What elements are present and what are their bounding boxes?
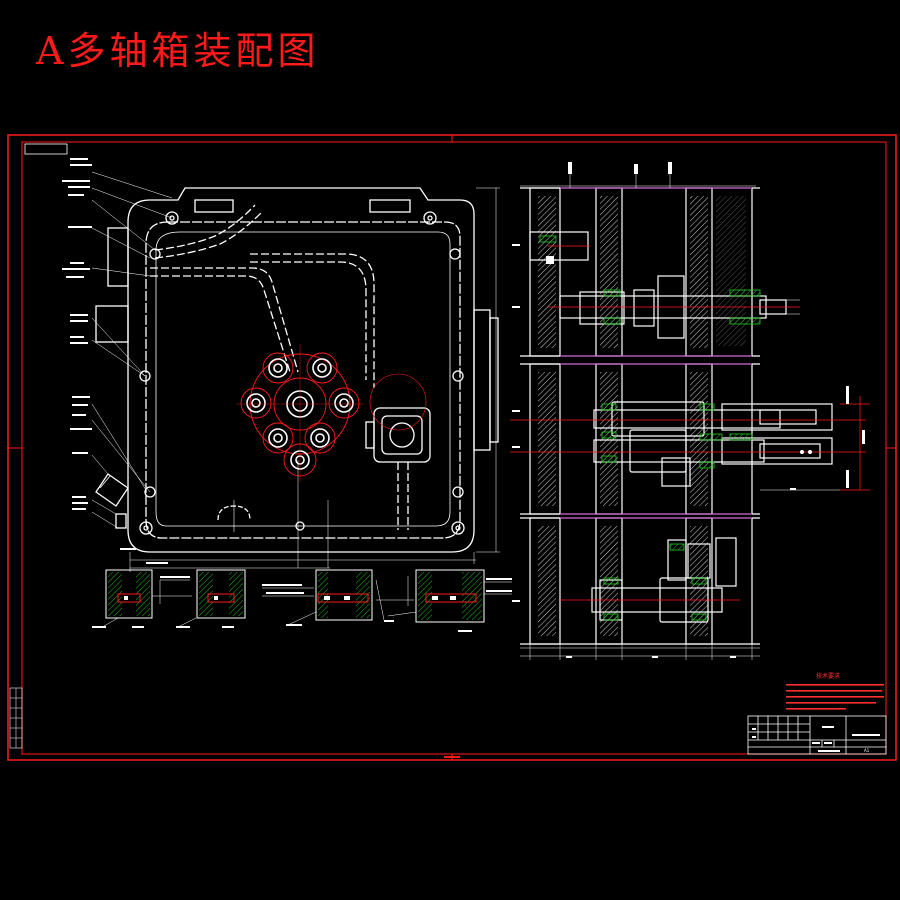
- tech-notes: 技术要求: [786, 672, 884, 710]
- drawing-code-box: [24, 143, 68, 155]
- side-section-view: [510, 162, 870, 660]
- page-title: A多轴箱装配图: [36, 29, 320, 73]
- title-block: [747, 715, 887, 755]
- drawing-number: A1: [864, 748, 870, 753]
- spindle-layout: [240, 352, 427, 477]
- leader-lines: [91, 171, 173, 529]
- front-view: [95, 187, 500, 572]
- tech-notes-heading: 技术要求: [816, 672, 840, 680]
- part-labels-left: [62, 158, 136, 550]
- revision-strip: [9, 687, 23, 749]
- section-views: [92, 562, 512, 632]
- sheet-frame: [7, 134, 897, 761]
- title-block-text: [752, 726, 880, 752]
- spindle-centerlines: [236, 344, 364, 482]
